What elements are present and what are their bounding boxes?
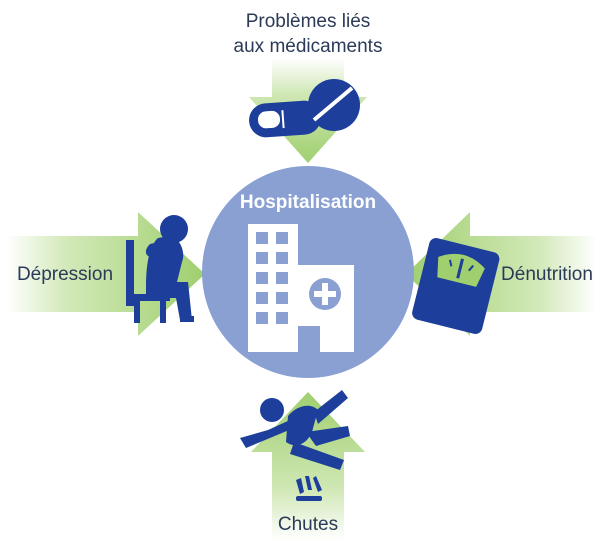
scale-icon (412, 237, 500, 334)
right-label: Dénutrition (501, 264, 593, 285)
top-label-line1: Problèmes liés (246, 11, 371, 32)
falling-person-icon (240, 390, 350, 501)
pills-icon (249, 79, 360, 138)
top-label-line2: aux médicaments (234, 36, 383, 57)
hospital-building-icon (248, 224, 354, 352)
center-label: Hospitalisation (240, 192, 376, 213)
bottom-label: Chutes (278, 514, 338, 535)
depressed-person-icon (126, 215, 194, 323)
left-label: Dépression (17, 264, 113, 285)
